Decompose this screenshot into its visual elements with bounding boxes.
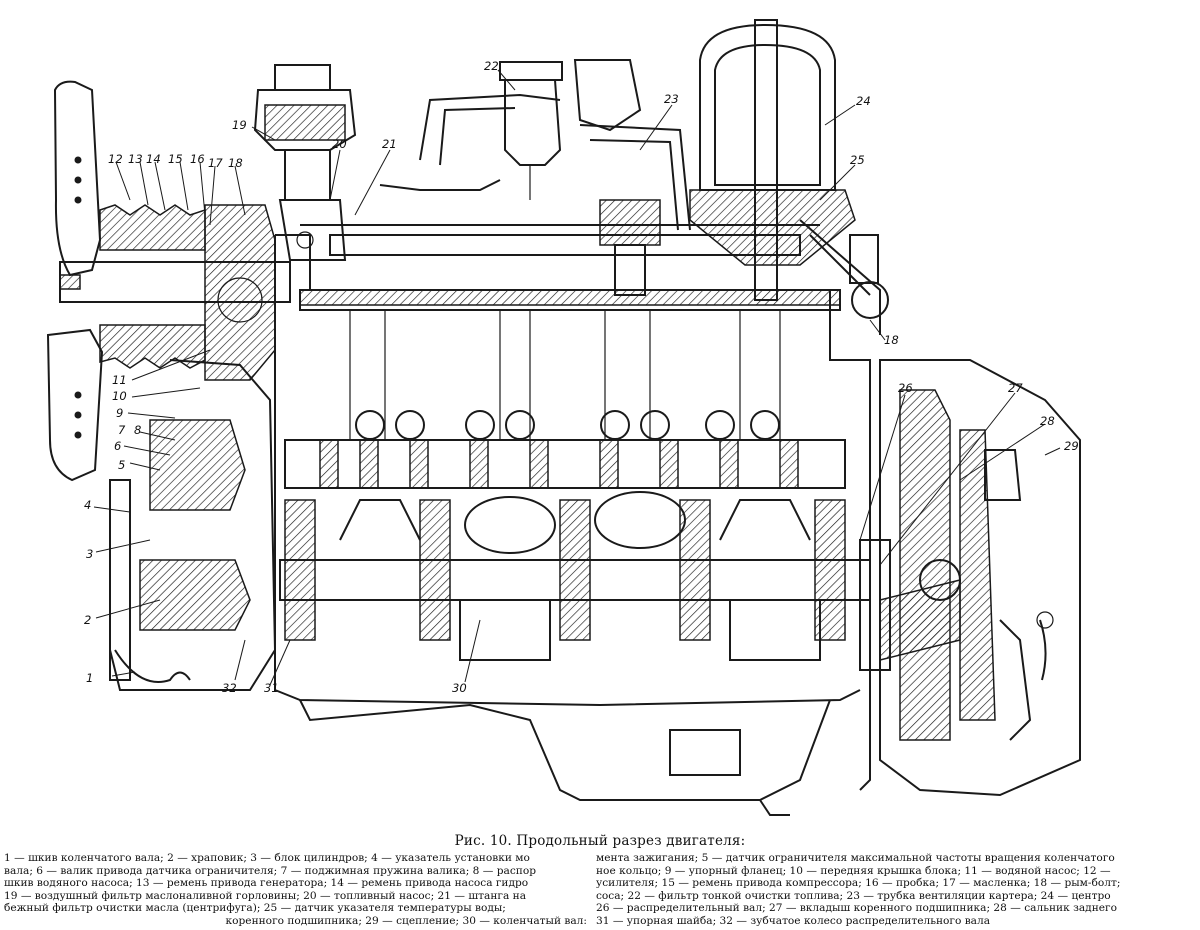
legend-line: 31 — упорная шайба; 32 — зубчатое колесо…: [596, 914, 991, 927]
callout-19: 19: [232, 118, 247, 132]
crankshaft: [279, 491, 871, 661]
callout-17: 17: [208, 156, 223, 170]
legend-right-column: мента зажигания; 5 — датчик ограничителя…: [596, 852, 1196, 928]
callout-25: 25: [850, 153, 865, 167]
callout-9: 9: [116, 406, 123, 420]
legend-line: 26 — распределительный вал; 27 — вкладыш…: [596, 902, 1117, 915]
crankcase-vent-tube: [573, 59, 661, 296]
callout-8: 8: [134, 423, 141, 437]
centrifuge-oil-filter: [689, 19, 881, 335]
legend-line: бежный фильтр очистки масла (центрифуга)…: [4, 902, 506, 915]
callout-10: 10: [112, 389, 127, 403]
legend-line: 19 — воздушный фильтр маслоналивной горл…: [4, 889, 527, 902]
leader-lines: [93, 69, 1061, 686]
callout-21: 21: [382, 137, 397, 151]
legend-line: коренного подшипника; 29 — сцепление; 30…: [225, 914, 587, 927]
callout-13: 13: [128, 152, 143, 166]
legend-line: 1 — шкив коленчатого вала; 2 — храповик;…: [4, 852, 530, 864]
callout-7: 7: [118, 423, 126, 437]
front-cover: [109, 359, 277, 691]
callout-1: 1: [86, 671, 93, 685]
callout-32: 32: [222, 681, 237, 695]
fan-blade: [46, 80, 104, 482]
callout-27: 27: [1008, 381, 1023, 395]
callout-26: 26: [898, 381, 913, 395]
engine-section-drawing: 1 2 3 4 5 6 7 8 9 10 11 12 13 14 15 16 1…: [46, 19, 1081, 816]
callout-30: 30: [452, 681, 467, 695]
callout-11: 11: [112, 373, 127, 387]
callout-22: 22: [484, 59, 499, 73]
callout-labels: 1 2 3 4 5 6 7 8 9 10 11 12 13 14 15 16 1…: [84, 59, 1079, 695]
callout-16: 16: [190, 152, 205, 166]
callout-2: 2: [84, 613, 91, 627]
flywheel: [859, 539, 961, 671]
callout-18-right: 18: [884, 333, 899, 347]
callout-29: 29: [1064, 439, 1079, 453]
callout-24: 24: [856, 94, 871, 108]
callout-3: 3: [86, 547, 93, 561]
valve-lifters: [349, 310, 781, 440]
callout-31: 31: [264, 681, 279, 695]
legend-line: вала; 6 — валик привода датчика ограничи…: [4, 864, 536, 877]
callout-18-left: 18: [228, 156, 243, 170]
camshaft: [284, 439, 846, 489]
legend-left-column: 1 — шкив коленчатого вала; 2 — храповик;…: [4, 852, 587, 928]
callout-23: 23: [664, 92, 679, 106]
fuel-filter: [499, 61, 563, 200]
callout-12: 12: [108, 152, 123, 166]
legend-line: ное кольцо; 9 — упорный фланец; 10 — пер…: [596, 864, 1111, 877]
callout-4: 4: [84, 498, 91, 512]
callout-15: 15: [168, 152, 183, 166]
clutch-housing: [879, 359, 1081, 797]
lifting-eye-bolt: [849, 234, 889, 319]
oil-filler-breather: [253, 64, 357, 261]
figure-caption: Рис. 10. Продольный разрез двигателя:: [454, 833, 746, 849]
legend-line: усилителя; 15 — ремень привода компрессо…: [596, 877, 1121, 890]
water-pump-assembly: [59, 204, 291, 381]
cylinder-block: [274, 234, 871, 791]
callout-28: 28: [1040, 414, 1055, 428]
legend-line: мента зажигания; 5 — датчик ограничителя…: [596, 852, 1115, 864]
oil-pan: [299, 699, 831, 816]
callout-5: 5: [118, 458, 125, 472]
callout-6: 6: [114, 439, 121, 453]
legend-line: соса; 22 — фильтр тонкой очистки топлива…: [596, 889, 1111, 902]
callout-14: 14: [146, 152, 161, 166]
legend-line: шкив водяного насоса; 13 — ремень привод…: [4, 877, 529, 890]
callout-20: 20: [332, 137, 347, 151]
